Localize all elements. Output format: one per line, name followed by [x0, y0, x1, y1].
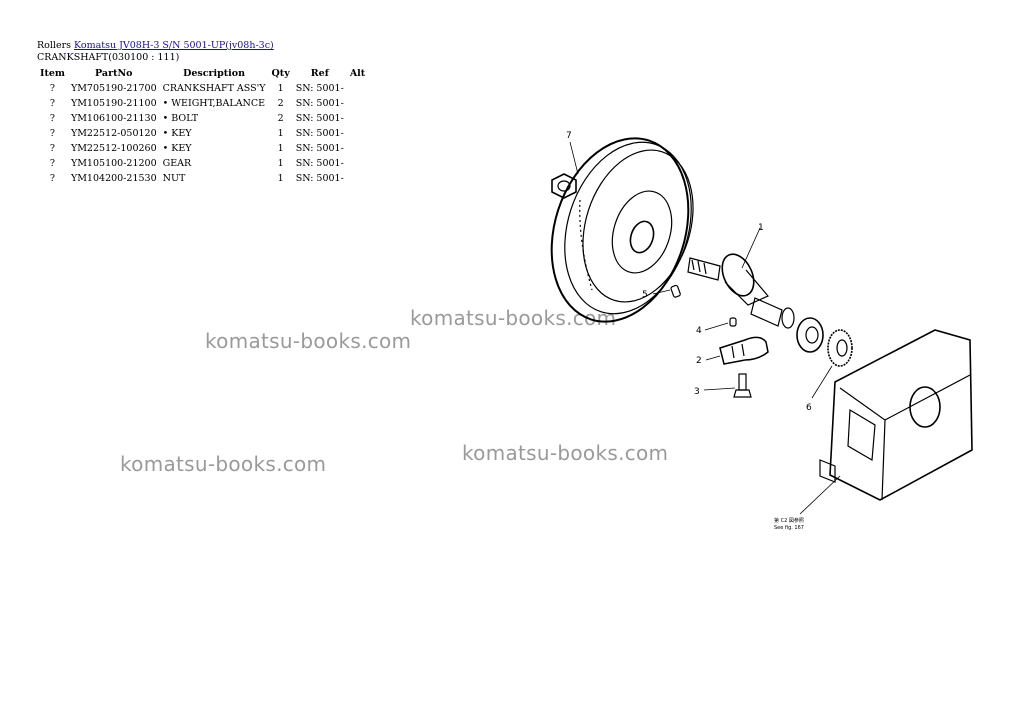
cell-qty: 1: [277, 173, 284, 184]
parts-table: Item PartNo Description Qty Ref Alt ? YM…: [37, 66, 368, 186]
watermark: komatsu-books.com: [410, 306, 617, 330]
nut-part: [551, 173, 577, 199]
callout-3: 3: [694, 387, 700, 397]
leader-lines: [569, 141, 841, 515]
cell-description: • WEIGHT,BALANCE: [162, 98, 266, 109]
cell-description: CRANKSHAFT ASS'Y: [162, 83, 266, 94]
watermark: komatsu-books.com: [205, 329, 412, 353]
see-fig-line1: 第 C2 図参照: [774, 517, 804, 524]
watermark: komatsu-books.com: [120, 452, 327, 476]
cell-qty: 1: [277, 143, 284, 154]
cell-ref: SN: 5001-: [295, 113, 344, 124]
cell-item: ?: [49, 98, 56, 109]
watermark: komatsu-books.com: [462, 441, 669, 465]
cell-partno: YM22512-100260: [70, 143, 157, 154]
cell-partno: YM104200-21530: [70, 173, 157, 184]
callout-7: 7: [566, 131, 572, 141]
crankshaft-exploded-diagram: 1 2 3 4 5 6 7 第 C2 図参照 See fig. 167: [550, 131, 973, 531]
cell-description: • KEY: [162, 143, 192, 154]
table-row: ? YM104200-21530 NUT 1 SN: 5001-: [37, 171, 368, 186]
cell-ref: SN: 5001-: [295, 158, 344, 169]
table-row: ? YM22512-100260 • KEY 1 SN: 5001-: [37, 141, 368, 156]
cell-partno: YM105190-21100: [70, 98, 157, 109]
callout-6: 6: [806, 403, 812, 413]
crankshaft-part: [687, 253, 795, 329]
cell-qty: 1: [277, 128, 284, 139]
cell-alt: [347, 171, 368, 186]
cell-item: ?: [49, 128, 56, 139]
callout-4: 4: [696, 326, 702, 336]
cell-ref: SN: 5001-: [295, 128, 344, 139]
cell-qty: 1: [277, 158, 284, 169]
key-part: [670, 284, 681, 298]
cell-ref: SN: 5001-: [295, 83, 344, 94]
breadcrumb-category: Rollers: [37, 40, 71, 51]
callout-5: 5: [642, 290, 648, 300]
table-row: ? YM22512-050120 • KEY 1 SN: 5001-: [37, 126, 368, 141]
see-fig-line2: See fig. 167: [774, 525, 804, 531]
col-item: Item: [40, 68, 65, 79]
callout-1: 1: [758, 223, 764, 233]
cell-partno: YM705190-21700: [70, 83, 157, 94]
section-title: CRANKSHAFT(030100 : 111): [37, 52, 180, 63]
cell-alt: [347, 141, 368, 156]
col-description: Description: [183, 68, 246, 79]
table-header-row: Item PartNo Description Qty Ref Alt: [37, 66, 368, 81]
cell-alt: [347, 156, 368, 171]
cell-ref: SN: 5001-: [295, 98, 344, 109]
col-alt: Alt: [349, 68, 366, 79]
col-qty: Qty: [271, 68, 290, 79]
cell-qty: 1: [277, 83, 284, 94]
cell-qty: 2: [277, 113, 284, 124]
cell-description: • BOLT: [162, 113, 199, 124]
cell-item: ?: [49, 143, 56, 154]
cell-description: NUT: [162, 173, 186, 184]
col-partno: PartNo: [95, 68, 133, 79]
cell-ref: SN: 5001-: [295, 143, 344, 154]
table-row: ? YM705190-21700 CRANKSHAFT ASS'Y 1 SN: …: [37, 81, 368, 96]
bolt-part: [733, 373, 752, 398]
cell-item: ?: [49, 113, 56, 124]
cell-description: • KEY: [162, 128, 192, 139]
breadcrumb-model-link[interactable]: Komatsu JV08H-3 S/N 5001-UP(jv08h-3c): [74, 40, 274, 51]
cell-partno: YM105100-21200: [70, 158, 157, 169]
cell-alt: [347, 96, 368, 111]
cell-item: ?: [49, 83, 56, 94]
balance-weight-part: [719, 336, 769, 365]
cell-item: ?: [49, 173, 56, 184]
table-row: ? YM105190-21100 • WEIGHT,BALANCE 2 SN: …: [37, 96, 368, 111]
cell-partno: YM22512-050120: [70, 128, 157, 139]
callout-2: 2: [696, 356, 702, 366]
table-row: ? YM106100-21130 • BOLT 2 SN: 5001-: [37, 111, 368, 126]
cell-alt: [347, 81, 368, 96]
cell-description: GEAR: [162, 158, 192, 169]
key-small-part: [729, 317, 737, 327]
cell-alt: [347, 111, 368, 126]
bearing-ring-part: [796, 317, 824, 353]
gear-part: [827, 329, 853, 367]
breadcrumb: Rollers Komatsu JV08H-3 S/N 5001-UP(jv08…: [37, 40, 274, 52]
cell-alt: [347, 126, 368, 141]
flywheel: [550, 137, 694, 323]
col-ref: Ref: [310, 68, 329, 79]
cell-item: ?: [49, 158, 56, 169]
engine-case: [819, 329, 973, 501]
cell-partno: YM106100-21130: [70, 113, 157, 124]
table-row: ? YM105100-21200 GEAR 1 SN: 5001-: [37, 156, 368, 171]
cell-qty: 2: [277, 98, 284, 109]
cell-ref: SN: 5001-: [295, 173, 344, 184]
